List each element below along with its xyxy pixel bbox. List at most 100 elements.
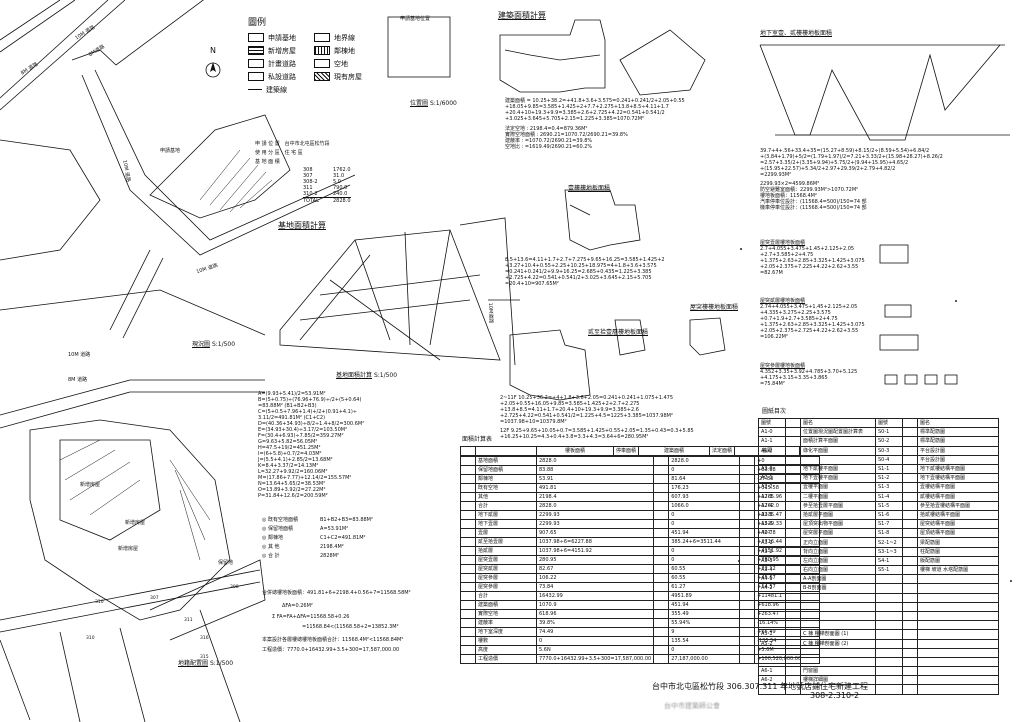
table-cell: 2828.0 xyxy=(535,501,655,511)
upper-floor-lines: 8.5+13.6=4.11+1.7+2.7+7.275+9.65+16.25=3… xyxy=(505,257,665,287)
table-cell xyxy=(785,574,801,585)
table-cell xyxy=(653,564,670,574)
col-header: 圖號 xyxy=(875,417,903,429)
legend-item: 私設道路 xyxy=(248,70,296,83)
table-cell xyxy=(785,647,801,658)
site-label: 保留地 xyxy=(218,560,234,566)
table-row xyxy=(758,656,999,668)
calc-line: 39.7+4+.56+33.4+35=(15.27+8.59)+8.15/2÷(… xyxy=(760,148,930,154)
drawing-index-title: 圖紙目次 xyxy=(762,408,787,415)
table-cell xyxy=(460,528,476,538)
table-cell xyxy=(653,645,670,655)
table-cell: 建蔽率 xyxy=(475,618,537,628)
table-cell: 建築面積 xyxy=(475,600,537,610)
table-cell: 高度 xyxy=(475,645,537,655)
table-cell xyxy=(653,609,670,619)
table-cell: 618.96 xyxy=(535,609,655,619)
table-cell xyxy=(739,654,756,664)
table-cell xyxy=(460,510,476,520)
table-cell: S1-7 xyxy=(875,519,903,530)
calc-line: =0.241+0.241/2+9.9+16.25=2.685+0.435=1.2… xyxy=(505,269,652,275)
roof1-block: 屋突壹層樓地板面積 2.7+4.055+3.475+1.45+2.125+2.0… xyxy=(760,240,865,276)
roof-floor-title: 屋突樓樓地板面積 xyxy=(690,304,739,311)
table-row xyxy=(758,620,999,631)
table-cell xyxy=(902,555,918,567)
table-cell xyxy=(875,610,903,622)
table-cell: 屋突結構平面圖 xyxy=(917,519,999,530)
table-cell xyxy=(875,620,903,631)
formula-line: ΔFA=0.26M² xyxy=(282,603,313,609)
table-cell: 合計 xyxy=(475,501,537,511)
formula-line: 本案設計各層樓總樓地板面積合計：11568.4M²<11568.84M² xyxy=(262,637,404,643)
table-cell: 門窗圖 xyxy=(800,666,876,677)
formula-line: A=(9.93+5.41)/2=53.91M² xyxy=(258,391,326,397)
table-cell xyxy=(800,647,876,658)
table-cell: 拾貳層平面圖 xyxy=(800,509,876,521)
table-cell: A2-5 xyxy=(758,509,786,521)
table-cell: 73.84 xyxy=(535,582,655,592)
col-header xyxy=(902,417,918,429)
north-label: N xyxy=(210,46,216,55)
table-cell xyxy=(739,636,756,646)
table-cell xyxy=(902,675,918,686)
table-cell: 保留地面積 xyxy=(475,465,537,475)
table-cell: 樓數 xyxy=(475,636,537,646)
table-cell xyxy=(785,491,801,502)
legend-label: 新增房屋 xyxy=(268,46,296,55)
table-cell: S1-8 xyxy=(875,528,903,539)
table-cell xyxy=(875,656,903,668)
floor-area-lines: 建築面積 = 10.25+38.2=+41.8+3.6+3.575=0.241+… xyxy=(505,98,685,150)
table-cell: A2-2 xyxy=(758,482,786,493)
table-cell xyxy=(460,555,476,565)
calc-line: 建築面積 = 10.25+38.2=+41.8+3.6+3.575=0.241+… xyxy=(505,98,685,104)
table-cell: 1070.9 xyxy=(535,600,655,610)
table-cell xyxy=(460,645,476,655)
table-cell: 屋突層平面圖 xyxy=(800,528,876,539)
table-cell: A5-2 xyxy=(758,638,786,649)
table-cell xyxy=(902,601,918,612)
table-cell xyxy=(739,582,756,592)
table-cell xyxy=(875,629,903,640)
table-cell: S1-3 xyxy=(875,482,903,493)
calc-line: 4.352+3.35+3.92+4.785+3.70+5.125 xyxy=(760,369,858,375)
calc-line: =75.84M² xyxy=(760,381,785,387)
table-cell xyxy=(902,546,918,557)
table-cell xyxy=(460,582,476,592)
table-cell xyxy=(785,555,801,567)
table-cell xyxy=(875,592,903,603)
table-cell: A2-3 xyxy=(758,491,786,502)
table-cell: 樓梯 坡道 水塔配筋圖 xyxy=(917,564,999,576)
table-cell xyxy=(758,592,786,603)
col-header: 建築面積 xyxy=(638,446,711,456)
formula-line: O=13.89+3.92/2=27.22M² xyxy=(258,487,326,493)
table-cell xyxy=(875,647,903,658)
table-cell xyxy=(653,573,670,583)
legend-swatch xyxy=(248,33,264,42)
table-cell: 176.23 xyxy=(668,483,741,493)
table-cell xyxy=(917,675,999,686)
table-cell: 既有空地 xyxy=(475,483,537,493)
table-cell: S1-1 xyxy=(875,463,903,475)
table-cell: 16432.99 xyxy=(535,591,655,601)
formula-line: Σ FA=FA+ΔFA=11568.58+0.26 xyxy=(272,614,350,620)
table-cell xyxy=(902,427,918,438)
table-cell: 背向立面圖 xyxy=(800,546,876,557)
table-cell xyxy=(739,474,756,484)
calc-line: +3.27+10.4+0.55+2.25+10.25+18.975=4+1.8+… xyxy=(505,263,657,269)
table-cell: 135.54 xyxy=(668,636,741,646)
table-cell xyxy=(917,592,999,603)
calc-line: +3.025+3.645+5.705+2.15=1.225+3.385=1070… xyxy=(505,116,645,122)
table-cell: 0 xyxy=(668,465,741,475)
table-cell xyxy=(902,500,918,511)
table-cell xyxy=(460,546,476,556)
calc-line: 機車停車位設計：(11568.4=500)/150=74 部 xyxy=(760,205,867,211)
table-cell: 491.81 xyxy=(535,483,655,493)
